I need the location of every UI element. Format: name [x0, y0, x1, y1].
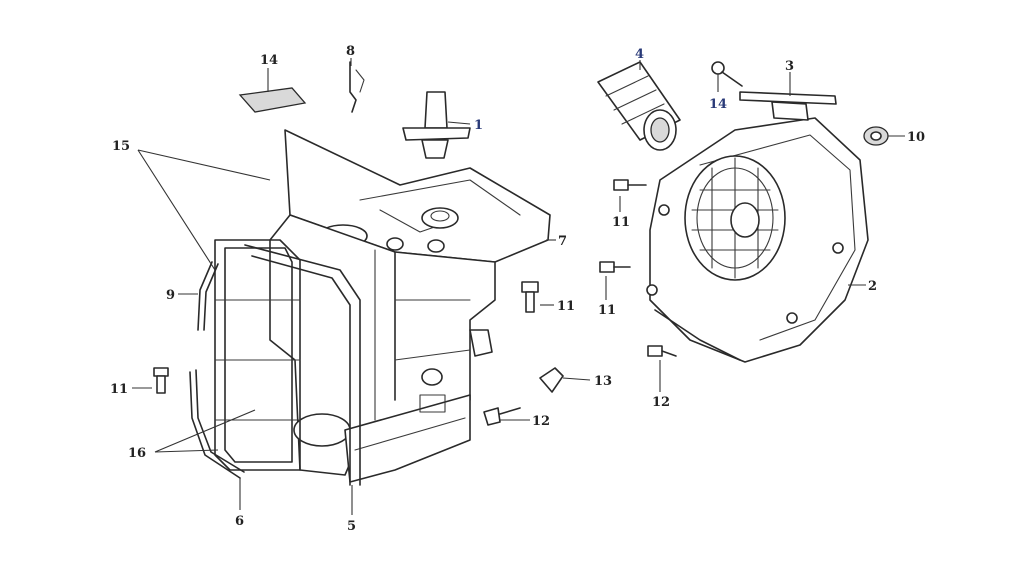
- rubber-grommet: [863, 126, 889, 146]
- cylindrical-filter: [597, 61, 681, 151]
- callout-11-right-upper: 11: [612, 215, 630, 230]
- callout-16: 16: [128, 446, 146, 461]
- callout-labels: 1 2 3 4 5 6 7 8 9 10 11 11 11 11 12 12 1…: [110, 44, 925, 534]
- callout-11-right-lower: 11: [598, 303, 616, 318]
- bolt-right-lower: [599, 261, 631, 273]
- callout-5: 5: [347, 519, 356, 534]
- callout-11-left: 11: [110, 382, 128, 397]
- filler-neck: [421, 207, 459, 229]
- stud-right: [711, 61, 743, 87]
- bottom-skirt: [344, 394, 471, 483]
- fan-cover-assembly: [646, 117, 869, 363]
- side-wire-strip: [197, 261, 213, 331]
- callout-15: 15: [112, 139, 130, 154]
- callout-6: 6: [235, 514, 244, 529]
- engine-shroud-assembly: [269, 129, 551, 483]
- callout-9: 9: [166, 288, 175, 303]
- wire-frame-guard: [189, 239, 361, 486]
- callout-4: 4: [635, 47, 644, 62]
- bolt-left: [153, 367, 169, 394]
- cap-fitting: [402, 91, 471, 159]
- callout-11-middle: 11: [557, 299, 575, 314]
- lower-wire-strip: [189, 371, 241, 479]
- callout-13: 13: [594, 374, 612, 389]
- top-bracket-bar: [739, 91, 837, 121]
- bolt-right-upper: [613, 179, 647, 191]
- callout-3: 3: [785, 59, 794, 74]
- callout-8: 8: [346, 44, 355, 59]
- callout-14-left: 14: [260, 53, 278, 68]
- fan-hub: [730, 202, 760, 238]
- callout-12-middle: 12: [532, 414, 550, 429]
- leader-lines: [132, 58, 905, 515]
- callout-7: 7: [558, 234, 567, 249]
- spring-clip: [349, 61, 365, 113]
- bolt-middle: [521, 281, 539, 313]
- screw-middle: [483, 407, 521, 426]
- small-clamp: [539, 367, 564, 393]
- lower-round-opening: [293, 413, 351, 447]
- callout-12-right: 12: [652, 395, 670, 410]
- callout-14-right: 14: [709, 97, 727, 112]
- callout-1: 1: [474, 118, 483, 133]
- callout-10: 10: [907, 130, 925, 145]
- rubber-pad: [238, 87, 307, 113]
- screw-right: [647, 345, 677, 357]
- side-bracket: [469, 329, 493, 357]
- callout-2: 2: [868, 279, 877, 294]
